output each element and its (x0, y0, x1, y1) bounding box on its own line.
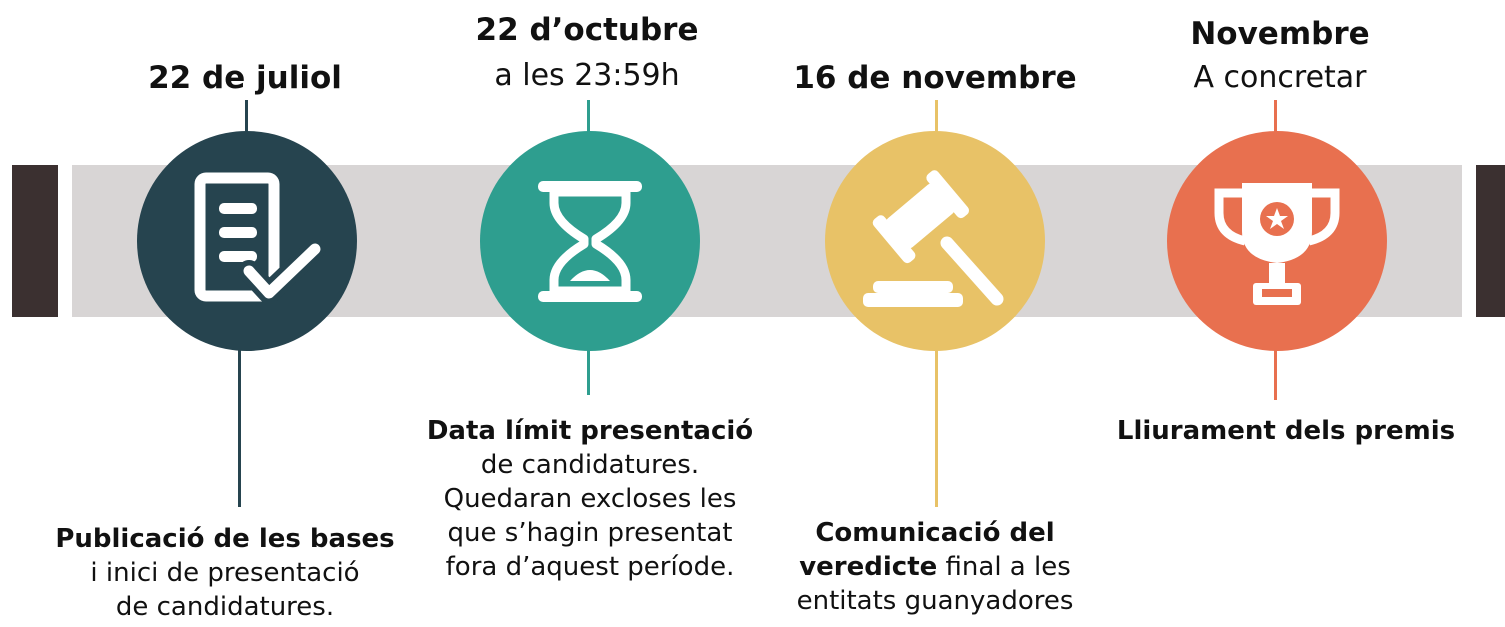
step-2-date-sub: a les 23:59h (494, 58, 680, 93)
step-1-desc-line: de candidatures. (115, 592, 335, 622)
step-2-desc-line: fora d’aquest període. (445, 552, 735, 582)
stem-1-top (245, 100, 248, 135)
timeline-endcap-left (12, 165, 58, 317)
document-check-icon (194, 172, 326, 304)
step-3-desc-line: entitats guanyadores (796, 586, 1074, 616)
stem-3-top (935, 100, 938, 135)
step-1-circle (137, 131, 357, 351)
step-4-date-sub: A concretar (1193, 60, 1367, 95)
step-2-desc-line: que s’hagin presentat (447, 518, 733, 548)
gavel-icon (863, 170, 1004, 307)
step-3-description: Comunicació del veredicte final a les en… (770, 516, 1100, 618)
stem-4-top (1274, 100, 1277, 135)
step-4-description: Lliurament dels premis (1100, 414, 1472, 448)
step-4-date: Novembre (1190, 16, 1370, 52)
step-4-desc-bold: Lliurament dels premis (1116, 416, 1456, 446)
step-2-description: Data límit presentació de candidatures. … (410, 414, 770, 584)
step-1-desc-line: i inici de presentació (90, 558, 360, 588)
step-2-desc-line: Quedaran excloses les (443, 484, 737, 514)
stem-1-bottom (238, 345, 241, 507)
step-3-circle (825, 131, 1045, 351)
stem-4-bottom (1274, 345, 1277, 400)
timeline-endcap-right (1476, 165, 1505, 317)
hourglass-icon (538, 181, 642, 302)
step-2-desc-bold: Data límit presentació (426, 416, 754, 446)
step-1-desc-bold: Publicació de les bases (55, 524, 395, 554)
step-3-desc-rest: final a les (937, 552, 1071, 582)
trophy-icon (1214, 183, 1340, 305)
step-2-circle (480, 131, 700, 351)
stem-3-bottom (935, 345, 938, 507)
step-4-circle (1167, 131, 1387, 351)
step-3-desc-bold-2: veredicte (799, 552, 938, 582)
step-2-desc-line: de candidatures. (480, 450, 700, 480)
step-3-desc-bold: Comunicació del (815, 518, 1055, 548)
step-2-date: 22 d’octubre (475, 12, 699, 48)
step-1-description: Publicació de les bases i inici de prese… (40, 522, 410, 624)
step-3-date: 16 de novembre (793, 60, 1077, 96)
step-1-date: 22 de juliol (148, 60, 342, 96)
stem-2-bottom (587, 345, 590, 395)
stem-2-top (587, 100, 590, 135)
